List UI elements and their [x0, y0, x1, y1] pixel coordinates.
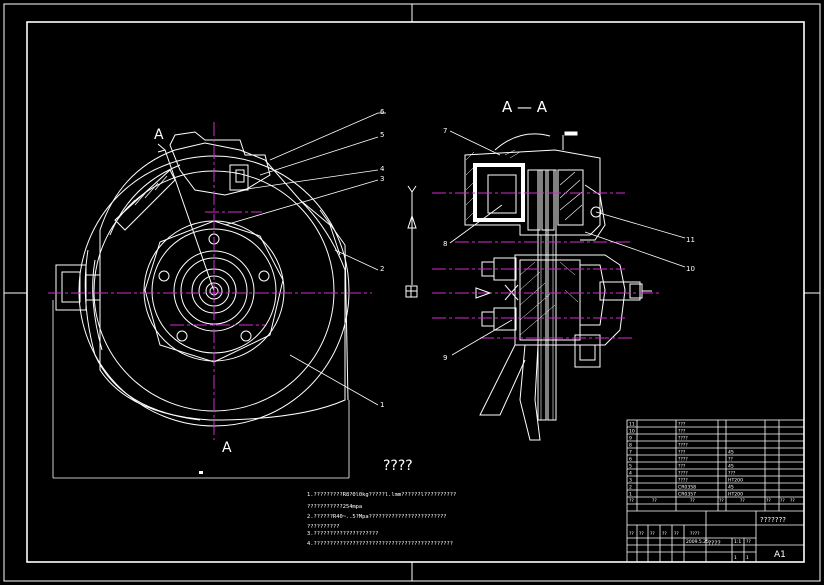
parts-cell-no: 6 [629, 457, 632, 463]
parts-cell-name: ??? [678, 422, 686, 428]
header-cell-6: ?? [766, 498, 771, 504]
tech-requirements-text: 1.?????????R8?0l0kg?????l.lmm??????l????… [307, 492, 456, 547]
small-cell-2: ?? [746, 539, 751, 545]
parts-cell-no: 4 [629, 471, 632, 477]
small-cell-4: 1 [746, 555, 749, 561]
section-view-leaders [449, 130, 686, 356]
parts-cell-name: ???? [678, 436, 688, 442]
axis-symbol [405, 185, 492, 299]
parts-cell-no: 7 [629, 450, 632, 456]
dimension-mark [199, 471, 203, 474]
sign-cell-3: ?? [650, 531, 655, 537]
section-marker-bottom: A [222, 440, 232, 456]
sheet-size: A1 [774, 550, 786, 560]
balloon-10: 10 [686, 265, 695, 273]
small-cell-3: 1 [734, 555, 737, 561]
parts-cell-name: CR0358 [678, 485, 696, 491]
scale-label: ???? [708, 540, 721, 547]
section-view-balloons: 7 8 9 10 11 [443, 127, 695, 362]
header-cell-7: ?? [780, 498, 785, 504]
parts-cell-mat: 45 [728, 464, 734, 470]
parts-cell-mat: 45 [728, 485, 734, 491]
parts-cell-mat: ??? [728, 471, 736, 477]
section-view-title: A — A [502, 98, 548, 116]
section-marker-top: A [154, 127, 164, 143]
drawing-name: ??????? [760, 516, 786, 524]
balloon-7: 7 [443, 127, 447, 135]
tech-line-1: 1.?????????R8?0l0kg?????l.lmm??????l????… [307, 492, 456, 498]
parts-cell-mat: HT200 [728, 492, 743, 498]
balloon-6: 6 [380, 108, 385, 116]
parts-cell-no: 5 [629, 464, 632, 470]
balloon-9: 9 [443, 354, 447, 362]
header-cell-2: ?? [652, 498, 657, 504]
sheet-border [3, 3, 821, 582]
parts-cell-name: ???? [678, 478, 688, 484]
header-cell-1: ?? [629, 498, 634, 504]
parts-cell-no: 9 [629, 436, 632, 442]
front-view [52, 131, 350, 479]
parts-cell-no: 10 [629, 429, 635, 435]
parts-cell-no: 2 [629, 485, 632, 491]
title-block-text: ??????? A1 ???? ?? ?? ?? ?? ?? ?? ?? ?? … [629, 498, 795, 561]
header-cell-5: ?? [740, 498, 745, 504]
section-view-hatch [465, 149, 579, 336]
small-cell-1: 1:1 [734, 539, 741, 545]
title-block [626, 419, 805, 563]
balloon-5: 5 [380, 131, 384, 139]
parts-cell-name: ???? [678, 457, 688, 463]
balloon-1: 1 [380, 401, 384, 409]
tech-line-3: 2.??????R40~..5?Mpa?????????????????????… [307, 514, 447, 520]
sign-cell-4: ?? [662, 531, 667, 537]
parts-cell-name: CR0357 [678, 492, 696, 498]
parts-cell-name: ??? [678, 429, 686, 435]
parts-cell-mat: 45 [728, 450, 734, 456]
parts-cell-name: ???? [678, 443, 688, 449]
tech-line-6: 4.??????????????????????????????????????… [307, 541, 453, 547]
parts-cell-name: ??? [678, 464, 686, 470]
parts-cell-no: 1 [629, 492, 632, 498]
parts-cell-mat: HT200 [728, 478, 743, 484]
front-view-balloons: 6 5 4 3 2 1 [380, 108, 385, 409]
balloon-2: 2 [380, 265, 384, 273]
sign-cell-2: ?? [639, 531, 644, 537]
header-cell-3: ?? [690, 498, 695, 504]
sign-cell-date: 2009.5.25 [686, 539, 709, 545]
tech-line-4: ?????????? [307, 524, 339, 530]
tech-line-2: ???????????254mpa [307, 504, 362, 510]
parts-cell-mat: ?? [728, 457, 733, 463]
balloon-4: 4 [380, 165, 385, 173]
parts-cell-name: ???? [678, 471, 688, 477]
tech-line-5: 3.???????????????????? [307, 531, 378, 537]
balloon-11: 11 [686, 236, 695, 244]
sign-cell-1: ?? [629, 531, 634, 537]
header-cell-4: ?? [719, 498, 724, 504]
section-view-centerlines [432, 192, 660, 339]
parts-list: 11???10???9????8????7???456??????5???454… [629, 422, 743, 498]
sign-cell-5: ?? [674, 531, 679, 537]
parts-cell-name: ??? [678, 450, 686, 456]
sign-cell-7: ???? [690, 531, 700, 537]
header-cell-8: ?? [790, 498, 795, 504]
front-view-centerlines [48, 122, 372, 440]
balloon-3: 3 [380, 175, 384, 183]
parts-cell-no: 11 [629, 422, 635, 428]
tech-requirements-heading: ???? [383, 458, 413, 474]
balloon-8: 8 [443, 240, 447, 248]
parts-cell-no: 3 [629, 478, 632, 484]
parts-cell-no: 8 [629, 443, 632, 449]
front-view-leaders [224, 112, 386, 406]
section-view [464, 131, 652, 441]
